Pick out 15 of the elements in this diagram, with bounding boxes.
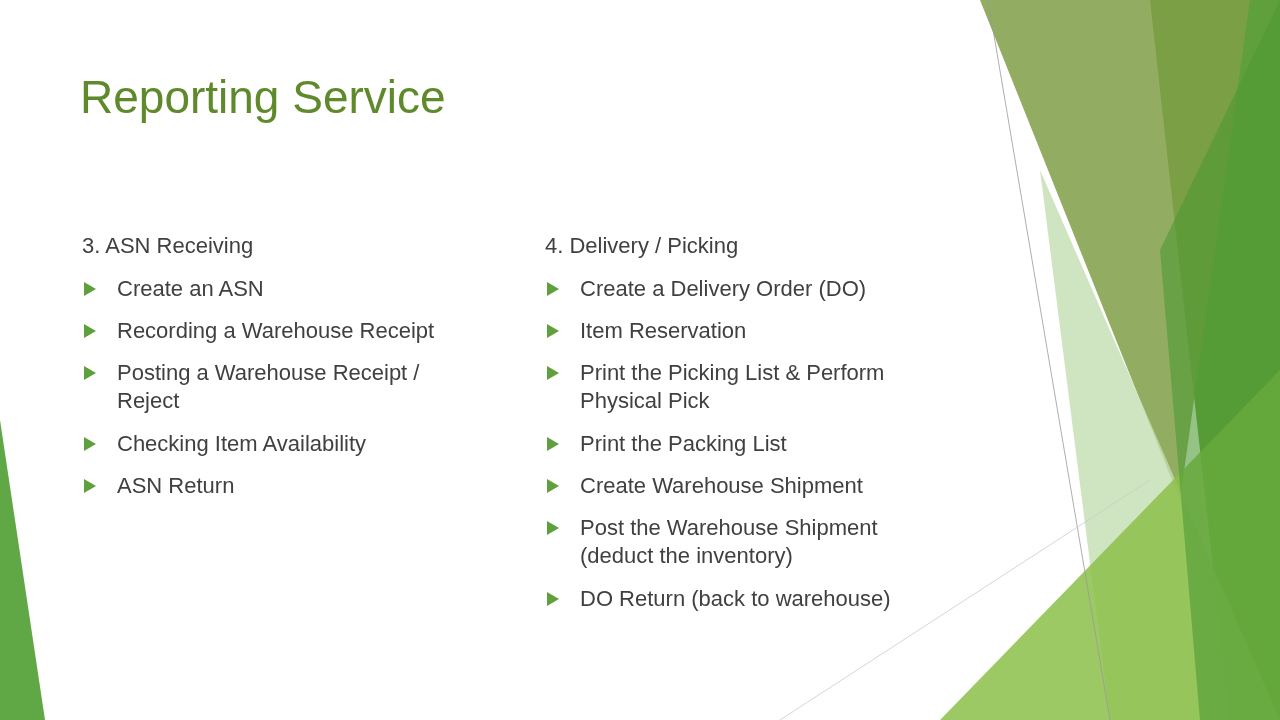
- list-item: Create Warehouse Shipment: [580, 472, 864, 500]
- list-item: Print the Packing List: [580, 430, 788, 458]
- list-item: Create an ASN: [117, 275, 265, 303]
- section-heading: 3. ASN Receiving: [82, 232, 255, 260]
- list-item: Item Reservation: [580, 317, 748, 345]
- list-item: DO Return (back to warehouse): [580, 585, 892, 613]
- list-item: ASN Return: [117, 472, 236, 500]
- list-item: Print the Picking List & Perform Physical Pick: [580, 359, 886, 415]
- list-item: Checking Item Availability: [117, 430, 368, 458]
- list-item: Post the Warehouse Shipment (deduct the inventory): [580, 514, 879, 570]
- list-item: Posting a Warehouse Receipt / Reject: [117, 359, 421, 415]
- section-heading: 4. Delivery / Picking: [545, 232, 740, 260]
- slide-title: Reporting Service: [80, 70, 446, 124]
- list-item: Recording a Warehouse Receipt: [117, 317, 436, 345]
- list-item: Create a Delivery Order (DO): [580, 275, 868, 303]
